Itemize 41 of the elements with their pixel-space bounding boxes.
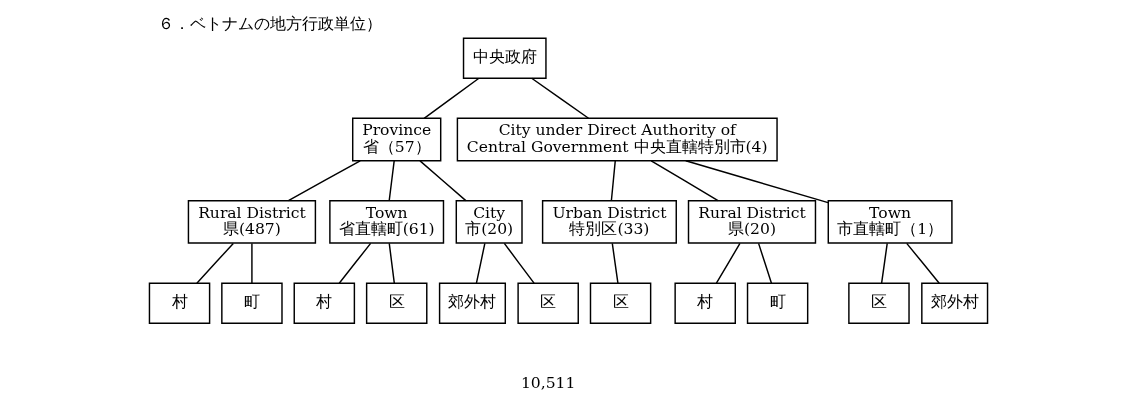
node-box: 町 [746, 282, 809, 324]
node-box: 村 [674, 282, 736, 324]
node-box: Rural District 県(20) [687, 200, 817, 244]
connector [610, 160, 616, 202]
connector [388, 242, 396, 284]
node-box: 区 [848, 282, 910, 324]
connector [757, 242, 773, 284]
connector [715, 242, 741, 284]
node-box: 村 [293, 282, 356, 324]
connector [338, 242, 372, 284]
connector [503, 242, 535, 284]
connector [530, 77, 590, 119]
node-box: 区 [589, 282, 652, 324]
node-box: 郊外村 [921, 282, 989, 324]
node-box: 中央政府 [462, 37, 547, 79]
node-box: 区 [365, 282, 428, 324]
node-box: 村 [148, 282, 211, 324]
label: 10,511 [520, 373, 576, 392]
node-box: Town 市直轄町（1） [827, 200, 953, 244]
node-box: Rural District 県(487) [187, 200, 317, 244]
connector [419, 160, 467, 202]
node-box: Town 省直轄町(61) [329, 200, 445, 244]
connector [475, 242, 486, 284]
connector [251, 242, 253, 284]
connector [423, 77, 480, 120]
node-box: 町 [221, 282, 283, 324]
node-box: City 市(20) [455, 200, 523, 244]
connector [880, 242, 888, 284]
connector [287, 160, 361, 202]
node-box: 区 [517, 282, 579, 324]
diagram-title: ６．ベトナムの地方行政単位） [157, 15, 382, 34]
connector [611, 242, 619, 284]
node-box: Urban District 特別区(33) [541, 200, 677, 244]
connector [906, 242, 940, 284]
connector [685, 160, 829, 204]
node-box: 郊外村 [438, 282, 507, 324]
connector [388, 160, 395, 202]
node-box: Province 省（57） [352, 117, 442, 162]
connector [650, 160, 719, 202]
connector [196, 242, 234, 284]
node-box: City under Direct Authority of Central Government 中央直轄特別市(4) [456, 117, 778, 162]
